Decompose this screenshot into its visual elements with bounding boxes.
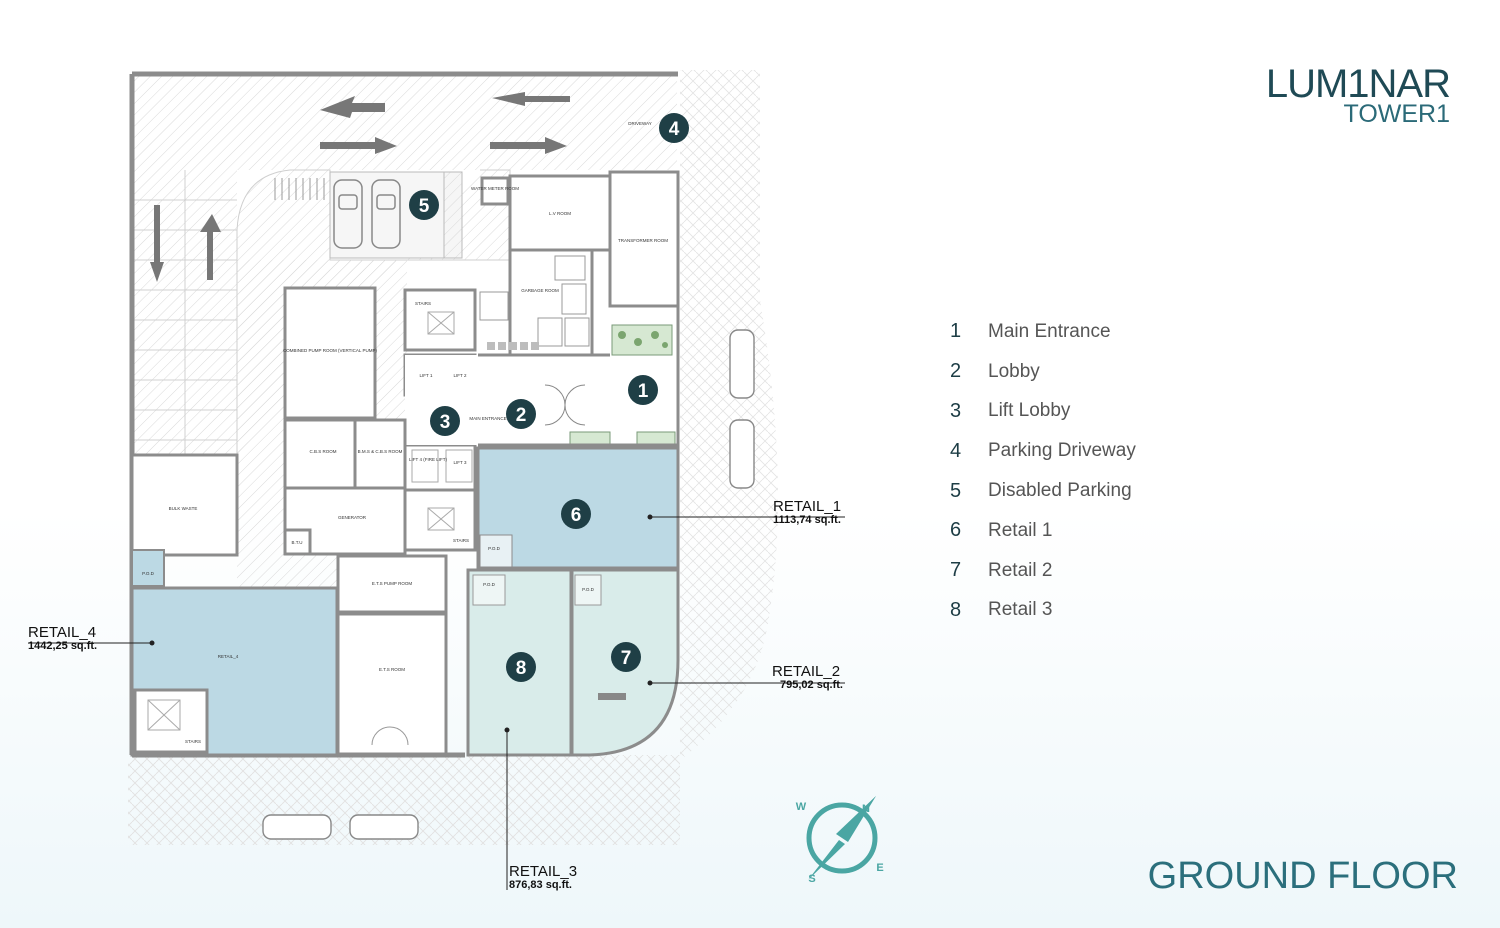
compass-n: N	[862, 803, 870, 815]
legend-label: Retail 2	[988, 559, 1053, 581]
marker-7[interactable]: 7	[611, 642, 641, 672]
callout-retail-2: RETAIL_2 795,02 sq.ft.	[772, 664, 843, 691]
label-lift2: LIFT 2	[454, 373, 467, 378]
label-pod-r2: P.O.D	[582, 587, 594, 592]
legend-item: 7 Retail 2	[950, 551, 1250, 591]
compass-w: W	[796, 801, 807, 813]
label-water-meter: WATER METER ROOM	[471, 186, 519, 191]
floor-title: GROUND FLOOR	[1147, 855, 1458, 897]
label-stairs-r4: STAIRS	[185, 739, 201, 744]
parked-car	[333, 179, 401, 249]
legend-number: 3	[950, 399, 962, 422]
brand-tower: TOWER1	[1343, 100, 1451, 128]
label-ets-room: E.T.S ROOM	[379, 667, 405, 672]
legend-item: 1 Main Entrance	[950, 312, 1250, 352]
brand-logo: LUM1NAR TOWER1	[1265, 62, 1451, 128]
street-car	[262, 329, 755, 840]
label-lift4: LIFT 4 (FIRE LIFT)	[409, 457, 447, 462]
retail-2-area: 795,02 sq.ft.	[780, 678, 843, 691]
disabled-parking-bay	[329, 171, 463, 259]
legend-item: 2 Lobby	[950, 352, 1250, 392]
label-bms: B.M.S & C.B.S ROOM	[358, 449, 403, 454]
svg-text:7: 7	[621, 648, 632, 669]
legend-label: Retail 3	[988, 599, 1053, 621]
legend-item: 5 Disabled Parking	[950, 471, 1250, 511]
retail-4-area: 1442,25 sq.ft.	[28, 639, 98, 652]
svg-text:6: 6	[571, 505, 582, 526]
compass-e: E	[876, 862, 883, 874]
label-retail4-room: RETAIL_4	[218, 654, 239, 659]
svg-text:3: 3	[440, 412, 451, 433]
label-pod-r1: P.O.D	[488, 546, 500, 551]
legend-label: Lobby	[988, 360, 1040, 382]
label-main-entrance: MAIN ENTRANCE	[469, 416, 506, 421]
callout-retail-3: RETAIL_3 876,83 sq.ft.	[509, 864, 577, 891]
label-transformer: TRANSFORMER ROOM	[618, 238, 668, 243]
label-garbage: GARBAGE ROOM	[521, 288, 559, 293]
label-stairs-bottom: STAIRS	[453, 538, 469, 543]
driveway-area	[132, 75, 677, 170]
label-lift1: LIFT 1	[420, 373, 433, 378]
label-ets-pump: E.T.S PUMP ROOM	[372, 581, 412, 586]
legend-label: Lift Lobby	[988, 400, 1071, 422]
label-pod-r3: P.O.D	[483, 582, 495, 587]
legend-number: 1	[950, 320, 962, 343]
callout-retail-4: RETAIL_4 1442,25 sq.ft.	[28, 625, 97, 652]
retail-1-name: RETAIL_1	[773, 498, 842, 515]
legend-number: 7	[950, 559, 962, 582]
label-pod-r4: P.O.D	[142, 571, 154, 576]
label-driveway: DRIVEWAY	[628, 121, 652, 126]
retail-3-name: RETAIL_3	[509, 863, 578, 880]
legend-label: Disabled Parking	[988, 480, 1132, 502]
retail-3-area: 876,83 sq.ft.	[509, 878, 572, 891]
legend-item: 8 Retail 3	[950, 591, 1250, 631]
legend-number: 2	[950, 360, 962, 383]
marker-4[interactable]: 4	[659, 113, 689, 143]
retail-1-area: 1113,74 sq.ft.	[773, 513, 841, 526]
label-lift3: LIFT 3	[454, 460, 467, 465]
legend: 1 Main Entrance 2 Lobby 3 Lift Lobby 4 Parki…	[950, 312, 1250, 630]
marker-5[interactable]: 5	[409, 190, 439, 220]
legend-number: 6	[950, 519, 962, 542]
bicycles	[274, 178, 325, 200]
marker-1[interactable]: 1	[628, 375, 658, 405]
legend-item: 6 Retail 1	[950, 511, 1250, 551]
label-btu: B.T.U	[291, 540, 302, 545]
retail-2-name: RETAIL_2	[772, 663, 841, 680]
label-lv-room: L.V ROOM	[549, 211, 571, 216]
compass: N E S W	[796, 796, 884, 885]
svg-text:2: 2	[516, 405, 527, 426]
legend-label: Main Entrance	[988, 320, 1111, 342]
svg-text:8: 8	[516, 658, 527, 679]
callout-retail-1: RETAIL_1 1113,74 sq.ft.	[773, 499, 841, 526]
markers: 1 2 3 4 5 6 7 8	[409, 113, 689, 682]
label-generator: GENERATOR	[338, 515, 367, 520]
marker-3[interactable]: 3	[430, 406, 460, 436]
label-pump-room: COMBINED PUMP ROOM (VERTICAL PUMP)	[283, 348, 377, 353]
marker-8[interactable]: 8	[506, 652, 536, 682]
legend-item: 3 Lift Lobby	[950, 392, 1250, 432]
compass-s: S	[808, 873, 815, 885]
legend-number: 8	[950, 598, 962, 621]
label-bulk-waste: BULK WASTE	[169, 506, 198, 511]
svg-text:4: 4	[669, 119, 680, 140]
svg-text:1: 1	[638, 381, 649, 402]
marker-2[interactable]: 2	[506, 399, 536, 429]
svg-text:5: 5	[419, 196, 430, 217]
brand-name: LUM1NAR	[1265, 62, 1451, 106]
traffic-arrows	[150, 92, 570, 282]
label-stairs-top: STAIRS	[415, 301, 431, 306]
legend-label: Retail 1	[988, 519, 1053, 541]
legend-number: 4	[950, 439, 962, 462]
legend-item: 4 Parking Driveway	[950, 431, 1250, 471]
label-cbs: C.B.S ROOM	[309, 449, 336, 454]
legend-number: 5	[950, 479, 962, 502]
retail-4-area	[130, 586, 339, 757]
marker-6[interactable]: 6	[561, 499, 591, 529]
retail-4-name: RETAIL_4	[28, 624, 97, 641]
legend-label: Parking Driveway	[988, 440, 1136, 462]
